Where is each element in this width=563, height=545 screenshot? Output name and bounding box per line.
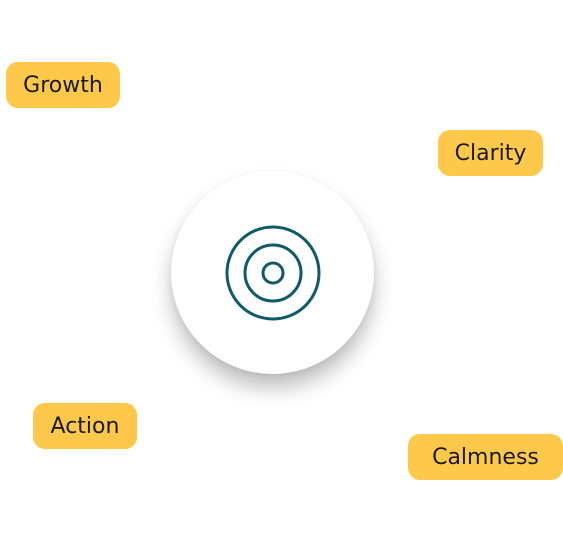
calmness-tag: Calmness (408, 434, 563, 480)
center-circle (171, 171, 374, 374)
growth-tag: Growth (6, 62, 120, 108)
action-tag: Action (33, 403, 137, 449)
clarity-tag: Clarity (438, 130, 543, 176)
target-icon (225, 225, 320, 320)
